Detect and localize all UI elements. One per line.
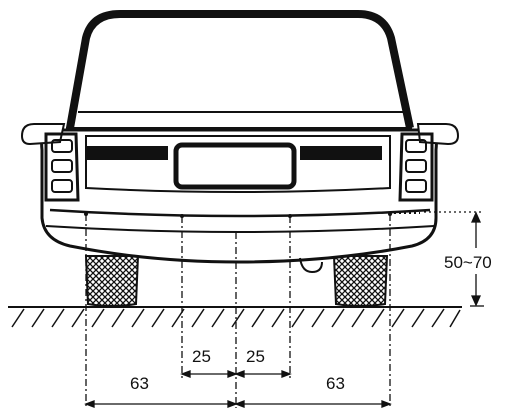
right-taillight-bar	[300, 146, 382, 160]
height-dimension	[424, 211, 484, 307]
height-range-label: 50~70	[444, 253, 492, 272]
right-outer-label: 63	[326, 374, 345, 393]
roof-bar	[66, 10, 414, 129]
right-light-cluster	[398, 132, 434, 202]
body-outline	[40, 128, 438, 264]
car-body	[40, 10, 438, 274]
left-light-cluster	[44, 132, 80, 202]
inner-dimensions	[180, 370, 292, 378]
left-outer-label: 63	[130, 374, 149, 393]
left-taillight-bar	[86, 146, 168, 160]
trunk-lid	[85, 135, 391, 193]
bumper	[49, 208, 431, 218]
left-rear-wheel	[84, 255, 140, 307]
left-inner-label: 25	[192, 347, 211, 366]
right-inner-label: 25	[246, 347, 265, 366]
exhaust-pipe	[299, 257, 323, 274]
ground	[8, 306, 462, 328]
license-plate	[173, 142, 297, 190]
outer-dimensions	[84, 400, 392, 408]
ground-hatching	[11, 308, 461, 328]
right-rear-wheel	[332, 255, 389, 307]
right-mirror	[416, 123, 460, 146]
reference-lines	[85, 214, 391, 408]
